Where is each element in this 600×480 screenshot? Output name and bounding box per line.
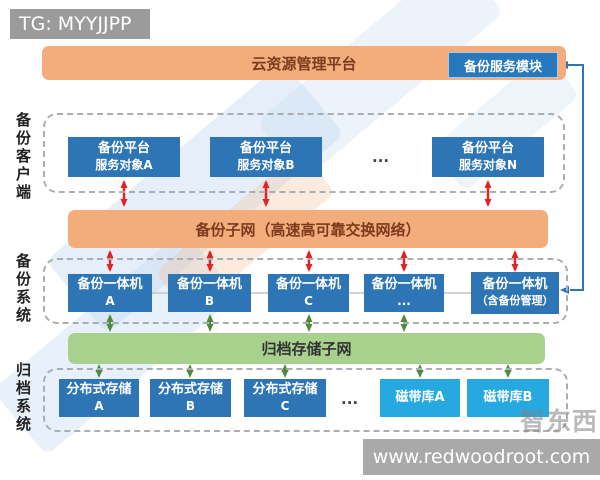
storage-box-b-line2: B	[185, 398, 196, 413]
storage-box-a-line2: A	[94, 398, 104, 413]
tape-library-box-a: 磁带库A	[380, 379, 460, 417]
cloud-platform-label: 云资源管理平台	[251, 54, 357, 73]
appliance-box-b-line1: 备份一体机	[176, 276, 242, 292]
side-label-backup-system: 备份系统	[14, 253, 32, 325]
site-url-text: www.redwoodroot.com	[372, 446, 591, 468]
storage-box-a-line1: 分布式存储	[66, 381, 132, 397]
client-box-n-line2: 服务对象N	[458, 157, 518, 172]
appliance-box-b: 备份一体机 B	[168, 274, 251, 312]
logo-watermark: 智东西	[520, 407, 599, 436]
site-url-bar: www.redwoodroot.com	[363, 439, 600, 475]
appliance-box-c: 备份一体机 C	[268, 274, 349, 312]
tape-library-b-label: 磁带库B	[483, 389, 533, 405]
appliance-box-a-line2: A	[105, 293, 115, 308]
storage-box-c: 分布式存储 C	[244, 379, 326, 417]
client-box-a-line1: 备份平台	[97, 140, 150, 156]
appliance-box-d-line2: ...	[397, 293, 411, 308]
backup-service-module-label: 备份服务模块	[463, 59, 542, 75]
appliance-box-mgmt-line2: （含备份管理）	[476, 294, 554, 308]
tg-badge-text: TG: MYYJJPP	[19, 13, 132, 35]
appliance-box-d-line1: 备份一体机	[371, 276, 437, 292]
tape-library-a-label: 磁带库A	[395, 389, 445, 405]
client-box-b-line1: 备份平台	[239, 140, 292, 156]
client-box-a: 备份平台 服务对象A	[68, 137, 180, 177]
archive-subnet-bar: 归档存储子网	[68, 333, 545, 364]
client-row-ellipsis: ...	[372, 148, 390, 166]
side-label-backup-client: 备份客户端	[14, 112, 32, 202]
storage-box-b: 分布式存储 B	[150, 379, 231, 417]
storage-box-b-line1: 分布式存储	[157, 381, 223, 397]
appliance-box-c-line1: 备份一体机	[275, 276, 341, 292]
appliance-box-mgmt: 备份一体机 （含备份管理）	[471, 272, 559, 314]
appliance-box-c-line2: C	[304, 293, 313, 308]
appliance-box-mgmt-line1: 备份一体机	[482, 277, 548, 293]
storage-box-c-line1: 分布式存储	[252, 381, 318, 397]
side-label-archive-system: 归档系统	[14, 362, 32, 434]
archive-subnet-label: 归档存储子网	[261, 340, 352, 358]
tape-library-box-b: 磁带库B	[467, 379, 549, 417]
client-box-b-line2: 服务对象B	[237, 157, 295, 172]
appliance-box-a: 备份一体机 A	[68, 274, 152, 312]
storage-box-a: 分布式存储 A	[59, 379, 139, 417]
client-box-n: 备份平台 服务对象N	[432, 137, 544, 177]
appliance-box-d: 备份一体机 ...	[364, 274, 444, 312]
appliance-box-b-line2: B	[204, 293, 215, 308]
client-box-b: 备份平台 服务对象B	[210, 137, 322, 177]
group-backup-client	[43, 113, 565, 193]
backup-subnet-label: 备份子网（高速高可靠交换网络）	[195, 220, 421, 239]
blue-connector-line	[566, 64, 584, 291]
appliance-box-a-line1: 备份一体机	[77, 276, 143, 292]
backup-subnet-bar: 备份子网（高速高可靠交换网络）	[68, 210, 548, 248]
group-archive-system	[43, 368, 568, 432]
storage-row-ellipsis: ...	[341, 390, 359, 408]
client-box-n-line1: 备份平台	[461, 140, 514, 156]
storage-box-c-line2: C	[280, 398, 290, 413]
backup-service-module-box: 备份服务模块	[448, 52, 558, 78]
client-box-a-line2: 服务对象A	[95, 157, 153, 172]
tg-badge: TG: MYYJJPP	[10, 9, 150, 39]
